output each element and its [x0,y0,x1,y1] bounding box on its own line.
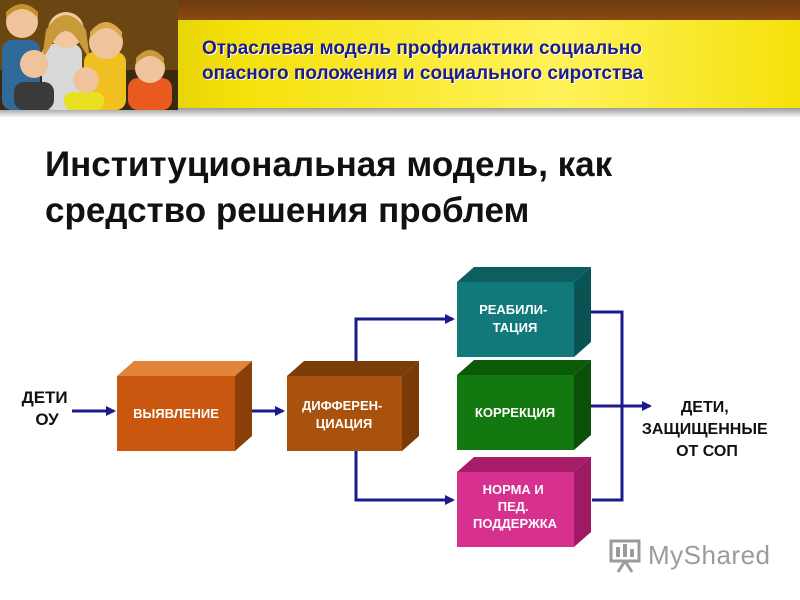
arrow-differentiation-to-norm [354,450,455,505]
input-label-line-2: ОУ [35,410,59,429]
box-correction: КОРРЕКЦИЯ [457,360,591,450]
header-children-photo [0,0,178,110]
box-differentiation-label-line-1: ДИФФЕРЕН- [302,398,382,413]
myshared-watermark: MyShared [608,536,778,576]
header-shadow [0,108,800,118]
output-label-line-2: ЗАЩИЩЕННЫЕ [642,421,768,438]
slide-title-line-2: средство решения проблем [45,191,530,230]
presentation-icon [609,539,641,573]
box-rehabilitation-label-line-1: РЕАБИЛИ- [479,302,547,317]
input-label: ДЕТИ ОУ [22,388,73,429]
box-norm-support: НОРМА И ПЕД. ПОДДЕРЖКА [457,457,591,547]
svg-text:НОРМА И ПЕД. ПОДДЕ: НОРМА И ПЕД. ПОДДЕРЖКА [473,482,558,531]
box-differentiation-label-line-2: ЦИАЦИЯ [316,416,372,431]
header-title-line-2: опасного положения и социального сиротст… [202,63,644,84]
slide-title: Институциональная модель, как средство р… [45,142,765,234]
output-label-line-3: ОТ СОП [676,443,738,460]
box-rehabilitation-label-line-2: ТАЦИЯ [493,320,538,335]
slide-title-line-1: Институциональная модель, как [45,145,613,184]
header-top-strip [0,0,800,20]
svg-text:ДИФФЕРЕН- ЦИАЦИЯ: ДИФФЕРЕН- ЦИАЦИЯ [302,398,386,431]
box-rehabilitation: РЕАБИЛИ- ТАЦИЯ [457,267,591,357]
watermark-text: MyShared [648,540,771,570]
connectors [72,310,652,505]
box-differentiation: ДИФФЕРЕН- ЦИАЦИЯ [287,361,419,451]
box-norm-label-line-3: ПОДДЕРЖКА [473,516,558,531]
header-title-line-1: Отраслевая модель профилактики социально [202,38,642,59]
input-label-line-1: ДЕТИ [22,388,68,407]
box-norm-label-line-2: ПЕД. [498,499,529,514]
children-photo-illustration [0,0,178,110]
box-identification-label: ВЫЯВЛЕНИЕ [133,406,219,421]
output-label-line-1: ДЕТИ, [681,399,729,416]
box-correction-label: КОРРЕКЦИЯ [475,405,555,420]
svg-text:РЕАБИЛИ- ТАЦИЯ: РЕАБИЛИ- ТАЦИЯ [479,302,551,335]
box-identification: ВЫЯВЛЕНИЕ [117,361,252,451]
arrow-differentiation-to-rehabilitation [354,314,455,362]
output-label: ДЕТИ, ЗАЩИЩЕННЫЕ ОТ СОП [642,399,772,460]
header-title: Отраслевая модель профилактики социально… [202,36,782,86]
box-norm-label-line-1: НОРМА И [483,482,544,497]
